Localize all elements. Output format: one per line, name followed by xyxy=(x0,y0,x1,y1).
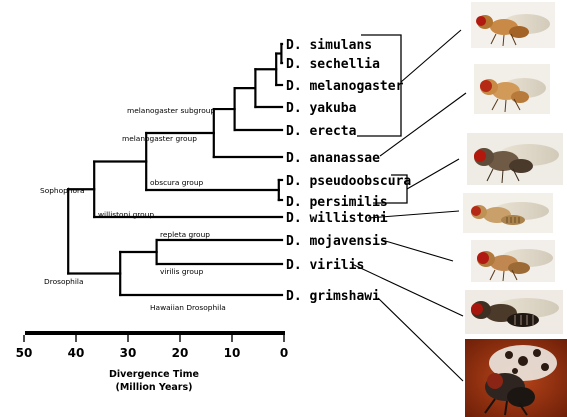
species-label-sechellia: D. sechellia xyxy=(286,57,380,72)
connector-ananassae xyxy=(380,93,466,156)
clade-label-obscura-group: obscura group xyxy=(150,178,204,187)
time-axis-bar xyxy=(25,331,285,335)
clade-label-virilis-group: virilis group xyxy=(160,267,204,276)
fly-photo-mojavensis xyxy=(471,240,555,282)
species-label-simulans: D. simulans xyxy=(286,38,372,53)
species-label-persimilis: D. persimilis xyxy=(286,195,388,210)
clade-label-drosophila: Drosophila xyxy=(44,277,83,286)
connector-mojavensis xyxy=(382,240,453,261)
axis-tick-label-0: 0 xyxy=(280,346,288,360)
axis-tick-label-40: 40 xyxy=(68,346,85,360)
fly-photo-grimshawi xyxy=(465,339,567,417)
species-label-ananassae: D. ananassae xyxy=(286,151,380,166)
axis-tick-label-50: 50 xyxy=(16,346,33,360)
species-label-grimshawi: D. grimshawi xyxy=(286,289,380,304)
fly-photo-willistoni xyxy=(463,193,553,233)
axis-tick-marks xyxy=(24,335,284,342)
connector-simulans xyxy=(401,30,461,82)
axis-title-line1: Divergence Time xyxy=(109,369,199,380)
fly-photo-ananassae xyxy=(474,64,550,114)
species-label-melanogaster: D. melanogaster xyxy=(286,79,404,94)
species-label-erecta: D. erecta xyxy=(286,124,357,139)
species-label-pseudoobscura: D. pseudoobscura xyxy=(286,174,411,189)
species-label-virilis: D. virilis xyxy=(286,258,364,273)
fly-photo-simulans xyxy=(471,2,555,48)
tree-branches xyxy=(68,44,282,295)
clade-label-repleta-group: repleta group xyxy=(160,230,210,239)
axis-tick-label-30: 30 xyxy=(120,346,137,360)
axis-tick-label-10: 10 xyxy=(224,346,241,360)
axis-tick-label-20: 20 xyxy=(172,346,189,360)
fly-photo-virilis xyxy=(465,290,563,334)
axis-tick-labels: 50 40 30 20 10 0 xyxy=(16,346,289,360)
fly-photo-pseudoobscura xyxy=(467,133,563,185)
axis-title-line2: (Million Years) xyxy=(116,382,193,393)
species-label-willistoni: D. willistoni xyxy=(286,211,388,226)
time-axis: 50 40 30 20 10 0 Divergence Time (Million Yea… xyxy=(16,331,289,393)
clade-label-melanogaster-subgroup: melanogaster subgroup xyxy=(127,106,215,115)
connector-obscura xyxy=(407,159,459,189)
clade-label-melanogaster-group: melanogaster group xyxy=(122,134,197,143)
species-labels: D. simulans D. sechellia D. melanogaster… xyxy=(286,38,411,304)
clade-label-sophophora: Sophophora xyxy=(40,186,85,195)
species-label-yakuba: D. yakuba xyxy=(286,101,357,116)
species-label-mojavensis: D. mojavensis xyxy=(286,234,388,249)
clade-label-willistoni-group: willistoni group xyxy=(98,210,154,219)
clade-label-hawaiian-drosophila: Hawaiian Drosophila xyxy=(150,303,226,312)
